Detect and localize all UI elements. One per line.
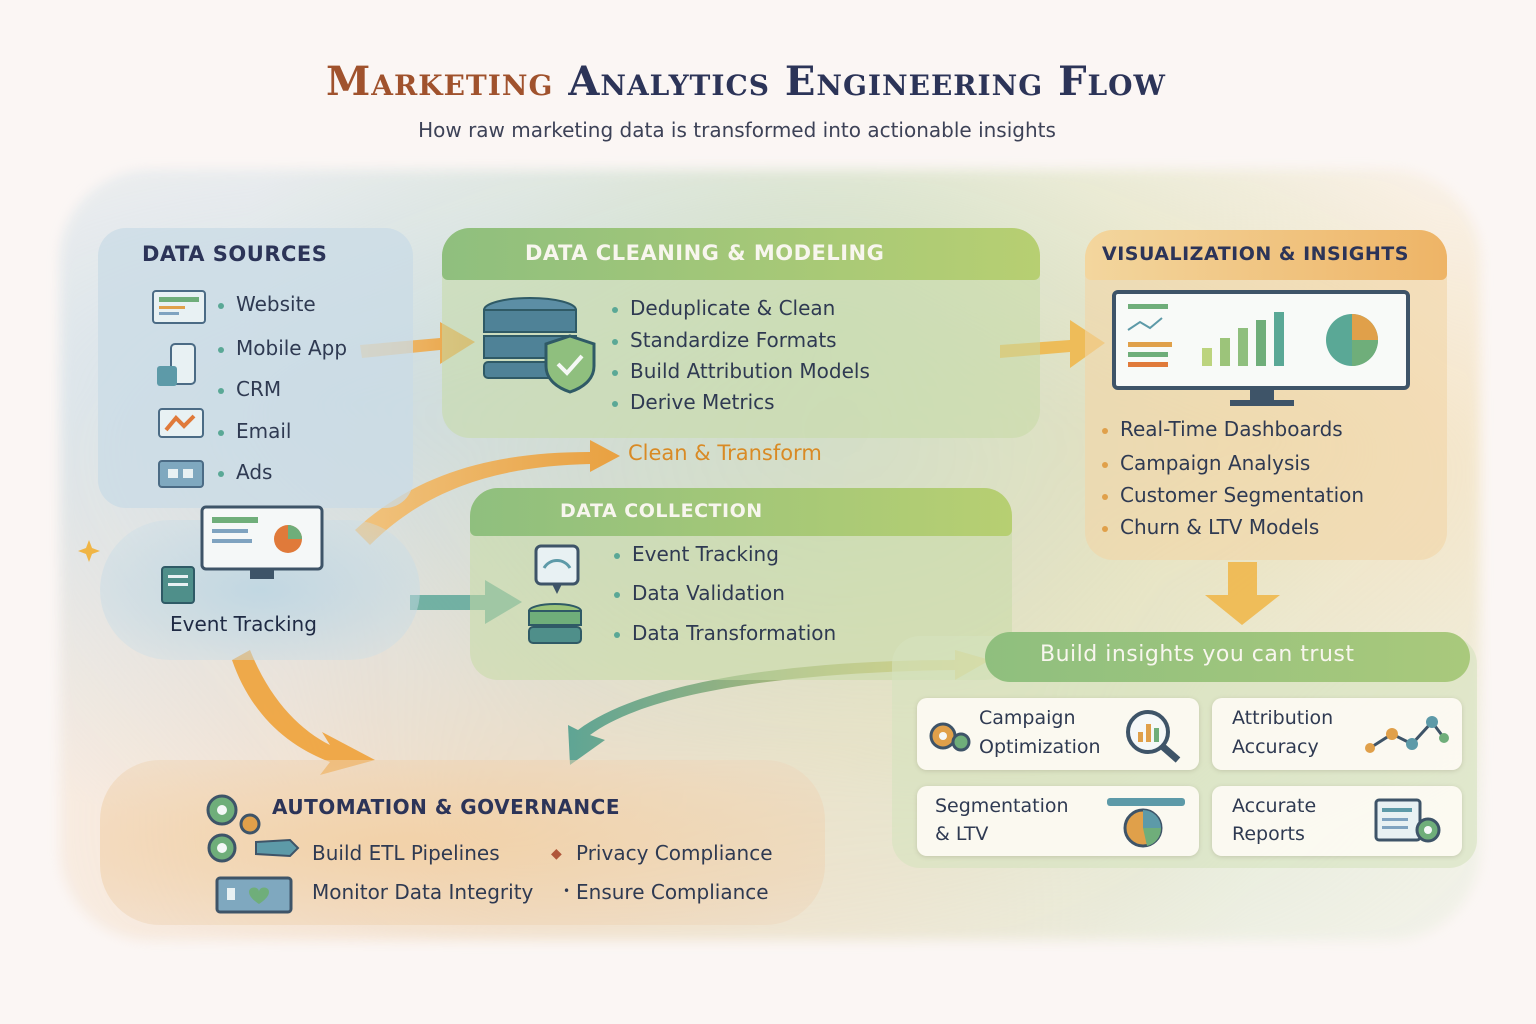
arrow-visualization-to-trust (1205, 562, 1280, 625)
viz-item-segmentation: Customer Segmentation (1102, 483, 1364, 507)
crm-icon (158, 408, 204, 438)
bullet-dot (614, 552, 620, 559)
trust-card-campaign: Campaign Optimization (917, 698, 1199, 770)
bullet-dot (1102, 525, 1108, 532)
tracking-device-icon (534, 544, 580, 594)
mobile-app-icon (157, 343, 196, 386)
data-sources-title: DATA SOURCES (142, 242, 328, 266)
event-tracking-hub-label: Event Tracking (170, 612, 317, 636)
cleaning-header-band (442, 228, 1040, 280)
monitor-icon (200, 505, 324, 579)
trust-card-reports: Accurate Reports (1212, 786, 1462, 856)
automation-title: AUTOMATION & GOVERNANCE (272, 795, 620, 819)
ads-icon (158, 460, 204, 488)
cleaning-item-attribution: Build Attribution Models (612, 359, 870, 383)
trust-card-segmentation: Segmentation & LTV (917, 786, 1199, 856)
collection-title: DATA COLLECTION (560, 500, 763, 522)
bullet-dot (612, 400, 618, 407)
cleaning-item-dedup: Deduplicate & Clean (612, 296, 835, 320)
bullet-dot (218, 346, 224, 353)
gears-icon (929, 722, 971, 752)
document-icon (161, 566, 195, 604)
trust-title: Build insights you can trust (1040, 642, 1355, 667)
bullet-dot-icon: • (563, 884, 571, 898)
arrow-cleaning-to-visualization (1000, 320, 1105, 368)
sparkle-icon (78, 540, 100, 562)
page-title: Marketing Analytics Engineering Flow (0, 58, 1492, 105)
network-nodes-icon (1365, 716, 1449, 753)
bullet-dot (612, 338, 618, 345)
trust-header-band (985, 632, 1470, 682)
source-item-mobile-app: Mobile App (218, 336, 347, 360)
page-subtitle: How raw marketing data is transformed in… (418, 118, 1056, 142)
cleaning-title: DATA CLEANING & MODELING (525, 241, 885, 265)
visualization-header-band (1085, 230, 1447, 280)
pie-chart-icon (1107, 798, 1185, 848)
collection-header-band (470, 488, 1012, 536)
diamond-bullet-icon: ◆ (551, 846, 562, 862)
bullet-dot (614, 591, 620, 598)
dashboard-monitor-icon (1112, 290, 1410, 406)
visualization-title: VISUALIZATION & INSIGHTS (1102, 243, 1409, 265)
cleaning-item-metrics: Derive Metrics (612, 390, 775, 414)
title-part-1: Marketing (325, 58, 554, 105)
gears-pipeline-icon (206, 794, 300, 863)
bullet-dot (612, 369, 618, 376)
automation-etl: Build ETL Pipelines (312, 841, 500, 865)
monitor-heart-icon (215, 876, 293, 914)
collection-item-transformation: Data Transformation (614, 621, 836, 645)
source-item-email: Email (218, 419, 292, 443)
source-item-website: Website (218, 292, 316, 316)
data-sources-panel (98, 228, 413, 508)
automation-ensure: Ensure Compliance (576, 880, 769, 904)
arrow-hub-to-automation (232, 650, 375, 775)
clean-transform-label: Clean & Transform (628, 441, 822, 465)
bullet-dot (218, 387, 224, 394)
automation-privacy: Privacy Compliance (576, 841, 773, 865)
website-icon (152, 290, 206, 324)
magnifier-chart-icon (1126, 710, 1181, 763)
bullet-dot (218, 429, 224, 436)
report-gear-icon (1374, 798, 1441, 843)
bullet-dot (218, 470, 224, 477)
bullet-dot (1102, 461, 1108, 468)
collection-item-validation: Data Validation (614, 581, 785, 605)
viz-item-campaign: Campaign Analysis (1102, 451, 1310, 475)
database-icon (528, 603, 582, 644)
cleaning-item-standardize: Standardize Formats (612, 328, 837, 352)
source-item-crm: CRM (218, 377, 281, 401)
bullet-dot (1102, 493, 1108, 500)
title-part-2: Analytics Engineering Flow (568, 58, 1167, 105)
source-item-ads: Ads (218, 460, 272, 484)
automation-monitor: Monitor Data Integrity (312, 880, 534, 904)
bullet-dot (1102, 427, 1108, 434)
trust-card-attribution: Attribution Accuracy (1212, 698, 1462, 770)
bullet-dot (614, 631, 620, 638)
viz-item-dashboards: Real-Time Dashboards (1102, 417, 1343, 441)
viz-item-churn: Churn & LTV Models (1102, 515, 1319, 539)
database-shield-icon (483, 297, 596, 394)
collection-item-event-tracking: Event Tracking (614, 542, 779, 566)
bullet-dot (218, 302, 224, 309)
bullet-dot (612, 306, 618, 313)
